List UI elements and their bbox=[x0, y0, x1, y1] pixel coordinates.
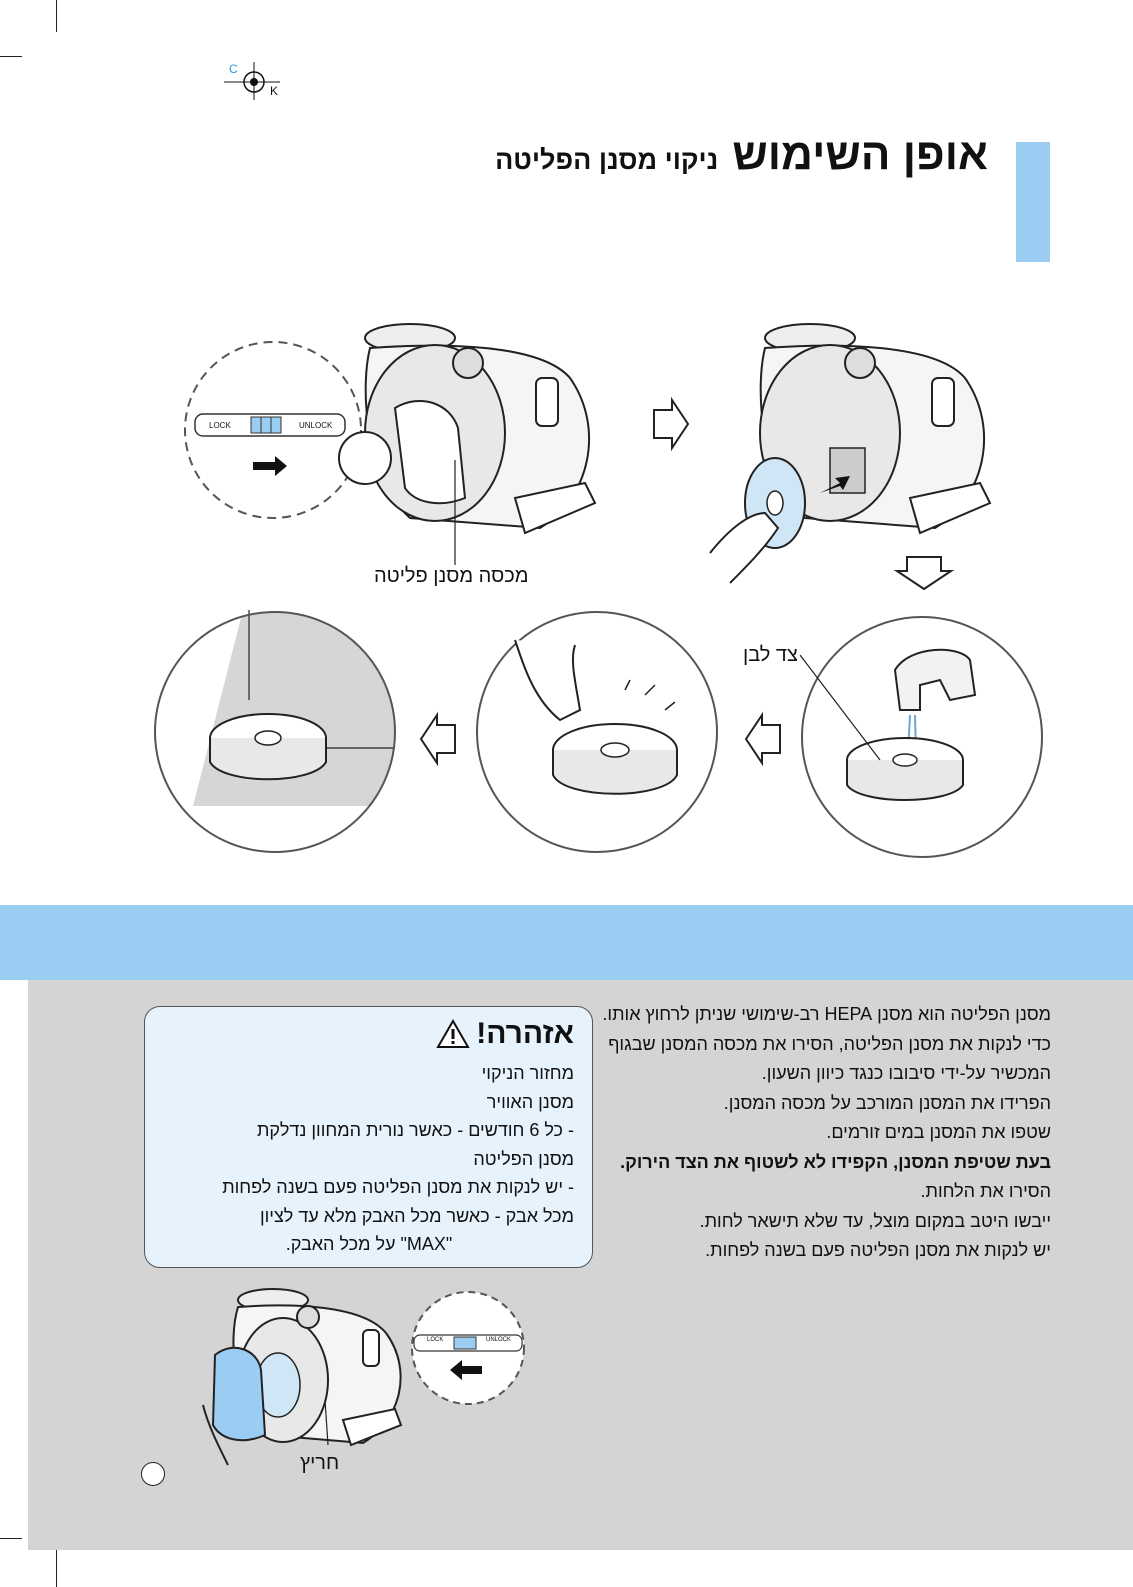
crop-mark-top-left-v bbox=[56, 0, 57, 32]
warning-line: - כל 6 חודשים - כאשר נורית המחוון נדלקת bbox=[256, 1120, 574, 1140]
arrow-right-icon bbox=[653, 396, 690, 452]
slot-label: חריץ bbox=[300, 1452, 340, 1474]
vacuum-illustration-2 bbox=[709, 323, 992, 584]
warning-title: אזהרה! bbox=[436, 1017, 574, 1051]
cover-pointer bbox=[454, 460, 456, 565]
warning-line: מחזור הניקוי bbox=[481, 1063, 574, 1083]
slot-pointer bbox=[324, 1399, 329, 1446]
instructions: מסנן הפליטה הוא מסנן HEPA רב-שימושי שנית… bbox=[581, 1000, 1051, 1266]
registration-k: K bbox=[270, 84, 279, 98]
page-title-main: אופן השימוש bbox=[732, 130, 988, 179]
lock-label-small: LOCK bbox=[427, 1337, 444, 1343]
unlock-label: UNLOCK bbox=[299, 421, 333, 430]
section-tab bbox=[1016, 142, 1050, 262]
illustration-drying bbox=[154, 610, 396, 853]
vacuum-illustration-reinsert bbox=[202, 1288, 403, 1466]
warning-line: "MAX" על מכל האבק. bbox=[285, 1234, 453, 1254]
page-title: אופן השימוש ניקוי מסנן הפליטה bbox=[495, 130, 988, 180]
registration-mark-icon bbox=[224, 62, 280, 100]
warning-body: מחזור הניקוי מסנן האוויר - כל 6 חודשים -… bbox=[164, 1059, 574, 1259]
illustration-washing bbox=[801, 616, 1043, 858]
arrow-down-icon bbox=[893, 556, 955, 591]
crop-mark-top-left-h bbox=[0, 56, 22, 57]
page-title-sub: ניקוי מסנן הפליטה bbox=[495, 145, 719, 175]
instruction-line: יש לנקות את מסנן הפליטה פעם בשנה לפחות. bbox=[705, 1240, 1051, 1260]
illustration-lock-dial bbox=[184, 341, 362, 519]
illustration-shaking bbox=[476, 611, 718, 853]
instruction-line: מסנן הפליטה הוא מסנן HEPA רב-שימושי שנית… bbox=[602, 1004, 1051, 1024]
crop-mark-bottom-left-v bbox=[56, 1540, 57, 1587]
arrow-left-icon bbox=[419, 711, 456, 767]
white-side-label: צד לבן bbox=[743, 644, 798, 666]
illustration-unlock-dial bbox=[411, 1291, 525, 1405]
cover-label: מכסה מסנן פליטה bbox=[374, 565, 529, 587]
vacuum-illustration-1 bbox=[338, 323, 597, 535]
warning-line: מסנן הפליטה bbox=[473, 1148, 574, 1169]
instruction-line: כדי לנקות את מסנן הפליטה, הסירו את מכסה … bbox=[608, 1033, 1051, 1084]
instruction-line-bold: בעת שטיפת המסנן, הקפידו לא לשטוף את הצד … bbox=[620, 1151, 1051, 1172]
instruction-line: הסירו את הלחות. bbox=[920, 1181, 1051, 1201]
warning-line: מכל אבק - כאשר מכל האבק מלא עד לציון bbox=[259, 1205, 574, 1226]
white-side-pointer bbox=[799, 654, 881, 761]
lock-label: LOCK bbox=[209, 421, 231, 430]
instruction-line: ייבשו היטב במקום מוצל, עד שלא תישאר לחות… bbox=[699, 1210, 1051, 1231]
instruction-line: הפרידו את המסנן המורכב על מכסה המסנן. bbox=[723, 1092, 1051, 1113]
instruction-line: שטפו את המסנן במים זורמים. bbox=[826, 1122, 1051, 1142]
warning-line: - יש לנקות את מסנן הפליטה פעם בשנה לפחות bbox=[222, 1177, 574, 1197]
warning-title-text: אזהרה! bbox=[476, 1017, 574, 1050]
section-band bbox=[0, 905, 1133, 980]
warning-line: מסנן האוויר bbox=[486, 1091, 574, 1112]
registration-c: C bbox=[229, 62, 238, 76]
warning-box: אזהרה! מחזור הניקוי מסנן האוויר - כל 6 ח… bbox=[144, 1006, 593, 1268]
crop-mark-bottom-left-h bbox=[0, 1538, 22, 1539]
arrow-left-icon bbox=[744, 711, 781, 767]
warning-triangle-icon bbox=[436, 1018, 470, 1048]
page-number-circle bbox=[141, 1462, 165, 1486]
unlock-label-small: UNLOCK bbox=[486, 1337, 512, 1343]
